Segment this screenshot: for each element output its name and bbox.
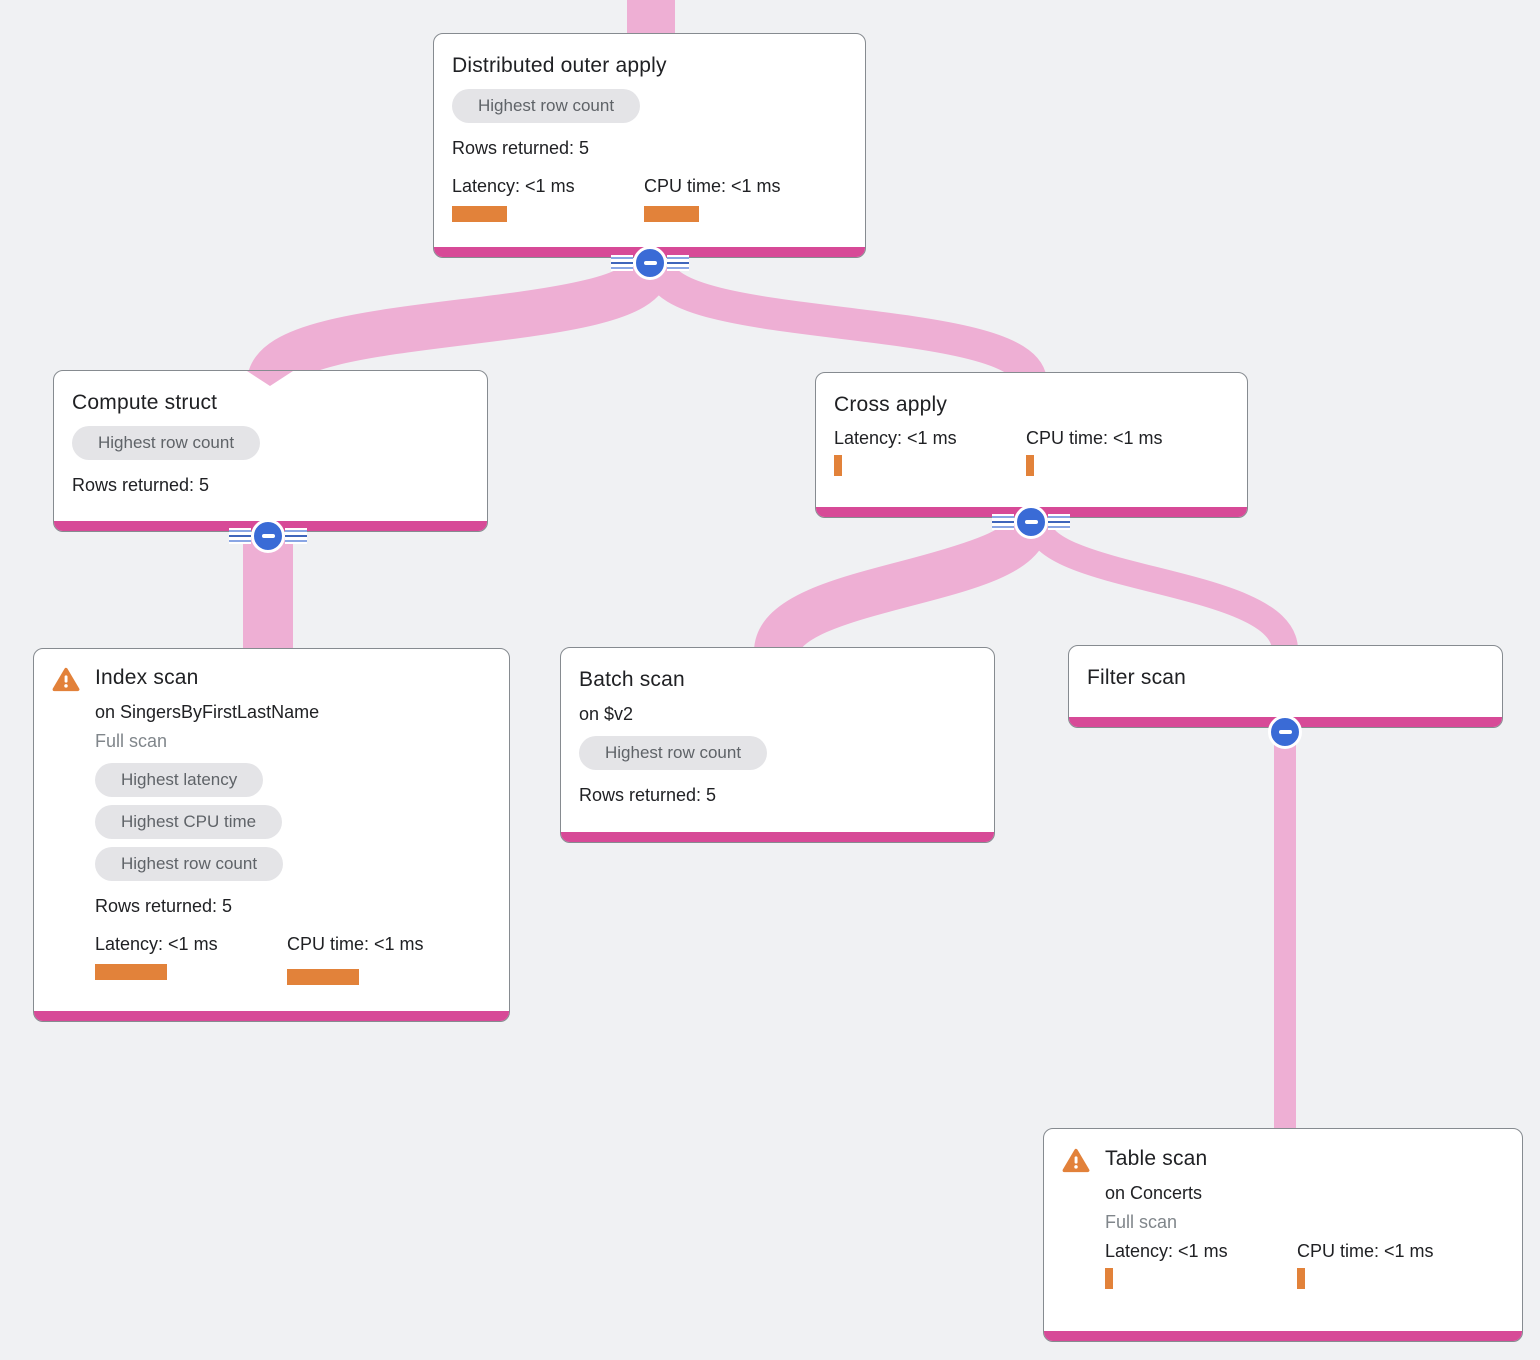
edge-to-compute-struct xyxy=(247,259,671,389)
plan-node-cross-apply[interactable]: Cross apply Latency: <1 ms CPU time: <1 … xyxy=(815,372,1248,518)
badge-highest-row-count: Highest row count xyxy=(72,426,261,460)
badge-highest-cpu-time: Highest CPU time xyxy=(95,805,283,839)
cpu-time-bar xyxy=(1297,1268,1305,1289)
latency-label: Latency: <1 ms xyxy=(452,176,575,196)
rows-returned: Rows returned: 5 xyxy=(72,475,210,495)
scan-target: on Concerts xyxy=(1105,1183,1203,1203)
badge-highest-latency: Highest latency xyxy=(95,763,264,797)
node-title: Batch scan xyxy=(579,668,685,691)
node-title: Index scan xyxy=(95,666,199,689)
edge-lines-left xyxy=(611,255,633,271)
node-title: Compute struct xyxy=(72,391,218,414)
collapse-button-cross-apply[interactable] xyxy=(992,505,1070,539)
latency-label: Latency: <1 ms xyxy=(834,428,957,448)
scan-type: Full scan xyxy=(95,731,168,751)
scan-type: Full scan xyxy=(1105,1212,1178,1232)
rows-returned: Rows returned: 5 xyxy=(579,785,717,805)
edge-lines-right xyxy=(667,255,689,271)
latency-label: Latency: <1 ms xyxy=(1105,1241,1228,1261)
plan-node-compute-struct[interactable]: Compute struct Highest row count Rows re… xyxy=(53,370,488,532)
rows-returned: Rows returned: 5 xyxy=(95,896,233,916)
collapse-minus-icon xyxy=(251,519,285,553)
edge-to-cross-apply xyxy=(644,262,1047,387)
node-title: Distributed outer apply xyxy=(452,54,667,77)
node-title: Cross apply xyxy=(834,393,948,416)
cpu-time-bar xyxy=(1026,455,1034,476)
node-footer-bar xyxy=(561,832,994,842)
cpu-time-label: CPU time: <1 ms xyxy=(644,176,781,196)
plan-node-filter-scan[interactable]: Filter scan xyxy=(1068,645,1503,728)
edge-arrow-tip xyxy=(247,371,293,386)
rows-returned: Rows returned: 5 xyxy=(452,138,590,158)
edge-lines-left xyxy=(992,514,1014,530)
collapse-button-filter-scan[interactable] xyxy=(1268,715,1302,749)
node-title: Table scan xyxy=(1105,1147,1208,1170)
node-footer-bar xyxy=(1044,1331,1522,1341)
cpu-time-label: CPU time: <1 ms xyxy=(287,934,424,954)
cpu-time-bar xyxy=(287,969,359,985)
node-title: Filter scan xyxy=(1087,666,1187,689)
edge-to-batch-scan xyxy=(754,517,1049,657)
plan-node-distributed-outer-apply[interactable]: Distributed outer apply Highest row coun… xyxy=(433,33,866,258)
badge-highest-row-count: Highest row count xyxy=(452,89,641,123)
latency-label: Latency: <1 ms xyxy=(95,934,218,954)
badge-highest-row-count: Highest row count xyxy=(95,847,284,881)
edge-lines-right xyxy=(285,528,307,544)
latency-bar xyxy=(452,206,507,222)
collapse-minus-icon xyxy=(1014,505,1048,539)
scan-target: on $v2 xyxy=(579,704,634,724)
plan-node-batch-scan[interactable]: Batch scan on $v2 Highest row count Rows… xyxy=(560,647,995,843)
latency-bar xyxy=(95,964,167,980)
plan-node-table-scan[interactable]: Table scan on Concerts Full scan Latency… xyxy=(1043,1128,1523,1342)
collapse-button-distributed-outer-apply[interactable] xyxy=(611,246,689,280)
edge-to-filter-scan xyxy=(1025,519,1298,653)
node-footer-bar xyxy=(34,1011,509,1021)
cpu-time-label: CPU time: <1 ms xyxy=(1297,1241,1434,1261)
plan-node-index-scan[interactable]: Index scan on SingersByFirstLastName Ful… xyxy=(33,648,510,1022)
edge-lines-right xyxy=(1048,514,1070,530)
badge-highest-row-count: Highest row count xyxy=(579,736,768,770)
latency-bar xyxy=(1105,1268,1113,1289)
edge-lines-left xyxy=(229,528,251,544)
collapse-minus-icon xyxy=(1268,715,1302,749)
cpu-time-bar xyxy=(644,206,699,222)
latency-bar xyxy=(834,455,842,476)
warning-icon xyxy=(1062,1148,1090,1173)
scan-target: on SingersByFirstLastName xyxy=(95,702,320,722)
cpu-time-label: CPU time: <1 ms xyxy=(1026,428,1163,448)
warning-icon xyxy=(52,667,80,692)
collapse-button-compute-struct[interactable] xyxy=(229,519,307,553)
collapse-minus-icon xyxy=(633,246,667,280)
